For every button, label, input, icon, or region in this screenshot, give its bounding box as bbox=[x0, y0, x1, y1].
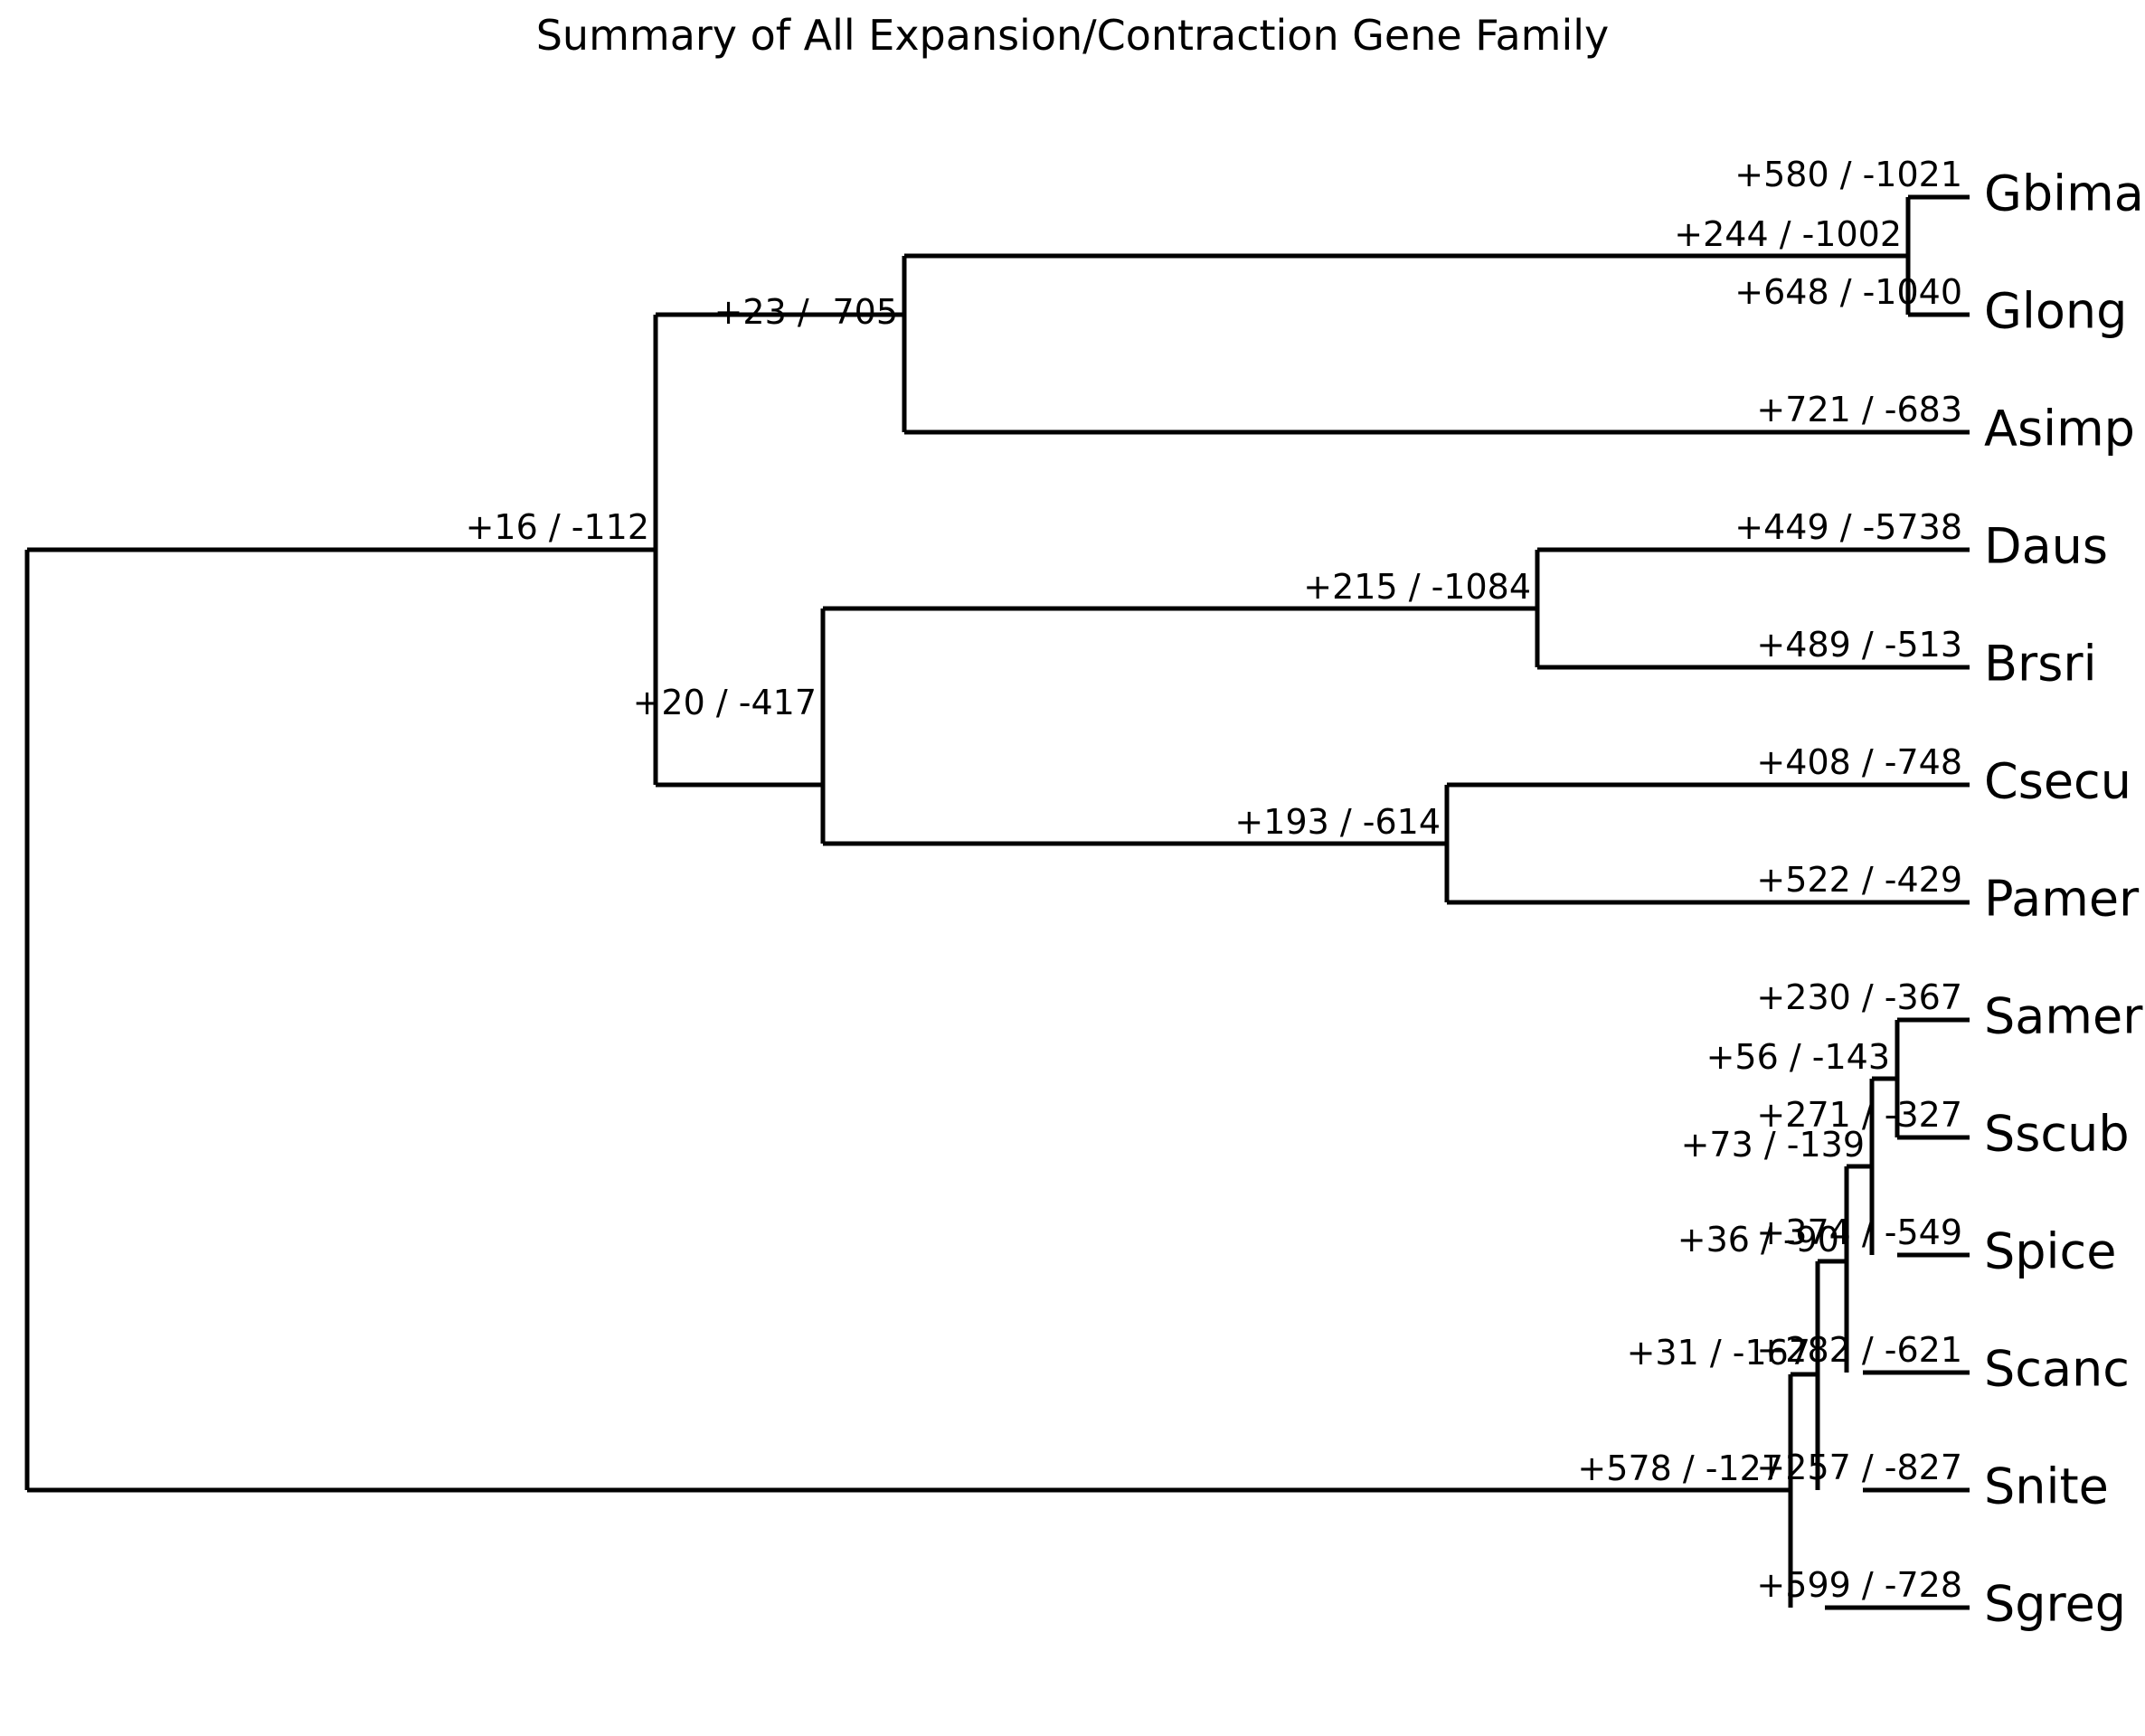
tip-label-csecu: Csecu bbox=[1984, 753, 2131, 810]
tip-label-scanc: Scanc bbox=[1984, 1341, 2130, 1398]
tip-rate-label-gbima: +580 / -1021 bbox=[1734, 155, 1962, 194]
tip-label-pamer: Pamer bbox=[1984, 871, 2140, 928]
tip-rate-label-csecu: +408 / -748 bbox=[1756, 742, 1962, 782]
node-rate-label-n_lower_clade: +20 / -417 bbox=[633, 683, 817, 722]
tip-rate-label-daus: +449 / -5738 bbox=[1734, 507, 1962, 547]
tip-rate-label-sgreg: +599 / -728 bbox=[1756, 1565, 1962, 1605]
rate-labels-group: +580 / -1021 +648 / -1040 +721 / -683 +449 … bbox=[466, 155, 1962, 1605]
tip-rate-label-samer: +230 / -367 bbox=[1756, 977, 1962, 1017]
page-title: Summary of All Expansion/Contraction Gen… bbox=[536, 11, 1610, 60]
node-rate-label-n_gbima_glong_asimp: +23 / -705 bbox=[714, 292, 898, 332]
tip-label-daus: Daus bbox=[1984, 518, 2108, 575]
tip-label-brsri: Brsri bbox=[1984, 636, 2097, 693]
tip-label-snite: Snite bbox=[1984, 1458, 2109, 1515]
tip-rate-label-scanc: +282 / -621 bbox=[1756, 1330, 1962, 1370]
tip-rate-label-glong: +648 / -1040 bbox=[1734, 272, 1962, 312]
tip-rate-label-sscub: +271 / -327 bbox=[1756, 1095, 1962, 1135]
tip-rate-label-brsri: +489 / -513 bbox=[1756, 625, 1962, 665]
node-rate-label-n_samer_sscub: +56 / -143 bbox=[1706, 1037, 1890, 1077]
tip-label-gbima: Gbima bbox=[1984, 165, 2144, 222]
tip-label-glong: Glong bbox=[1984, 283, 2127, 340]
node-rate-label-n_daus_brsri: +215 / -1084 bbox=[1303, 567, 1531, 607]
node-rate-label-n_samer_sscub_spice: +73 / -139 bbox=[1681, 1125, 1865, 1165]
node-rate-label-n_root_child: +16 / -112 bbox=[466, 507, 649, 547]
tip-label-samer: Samer bbox=[1984, 988, 2143, 1045]
tip-label-sgreg: Sgreg bbox=[1984, 1576, 2126, 1633]
tip-rate-label-spice: +374 / -549 bbox=[1756, 1212, 1962, 1252]
branch-lines-group bbox=[24, 194, 1970, 1610]
tip-label-sscub: Sscub bbox=[1984, 1106, 2130, 1163]
tip-label-spice: Spice bbox=[1984, 1223, 2116, 1280]
tip-labels-group: GbimaGlongAsimpDausBrsriCsecuPamerSamerS… bbox=[1984, 165, 2144, 1633]
tip-rate-label-snite: +257 / -827 bbox=[1756, 1448, 1962, 1487]
node-rate-label-n_sarco_root: +578 / -127 bbox=[1577, 1448, 1783, 1488]
tip-rate-label-asimp: +721 / -683 bbox=[1756, 390, 1962, 429]
node-rate-label-n_plus_scanc_snite: +31 / -167 bbox=[1627, 1333, 1810, 1373]
tip-label-asimp: Asimp bbox=[1984, 401, 2135, 458]
node-rate-label-n_gbima_glong: +244 / -1002 bbox=[1674, 214, 1902, 254]
tip-rate-label-pamer: +522 / -429 bbox=[1756, 860, 1962, 900]
node-rate-label-n_plus_spice_scanc: +36 / -90 bbox=[1677, 1220, 1839, 1260]
node-rate-label-n_csecu_pamer: +193 / -614 bbox=[1234, 802, 1441, 842]
